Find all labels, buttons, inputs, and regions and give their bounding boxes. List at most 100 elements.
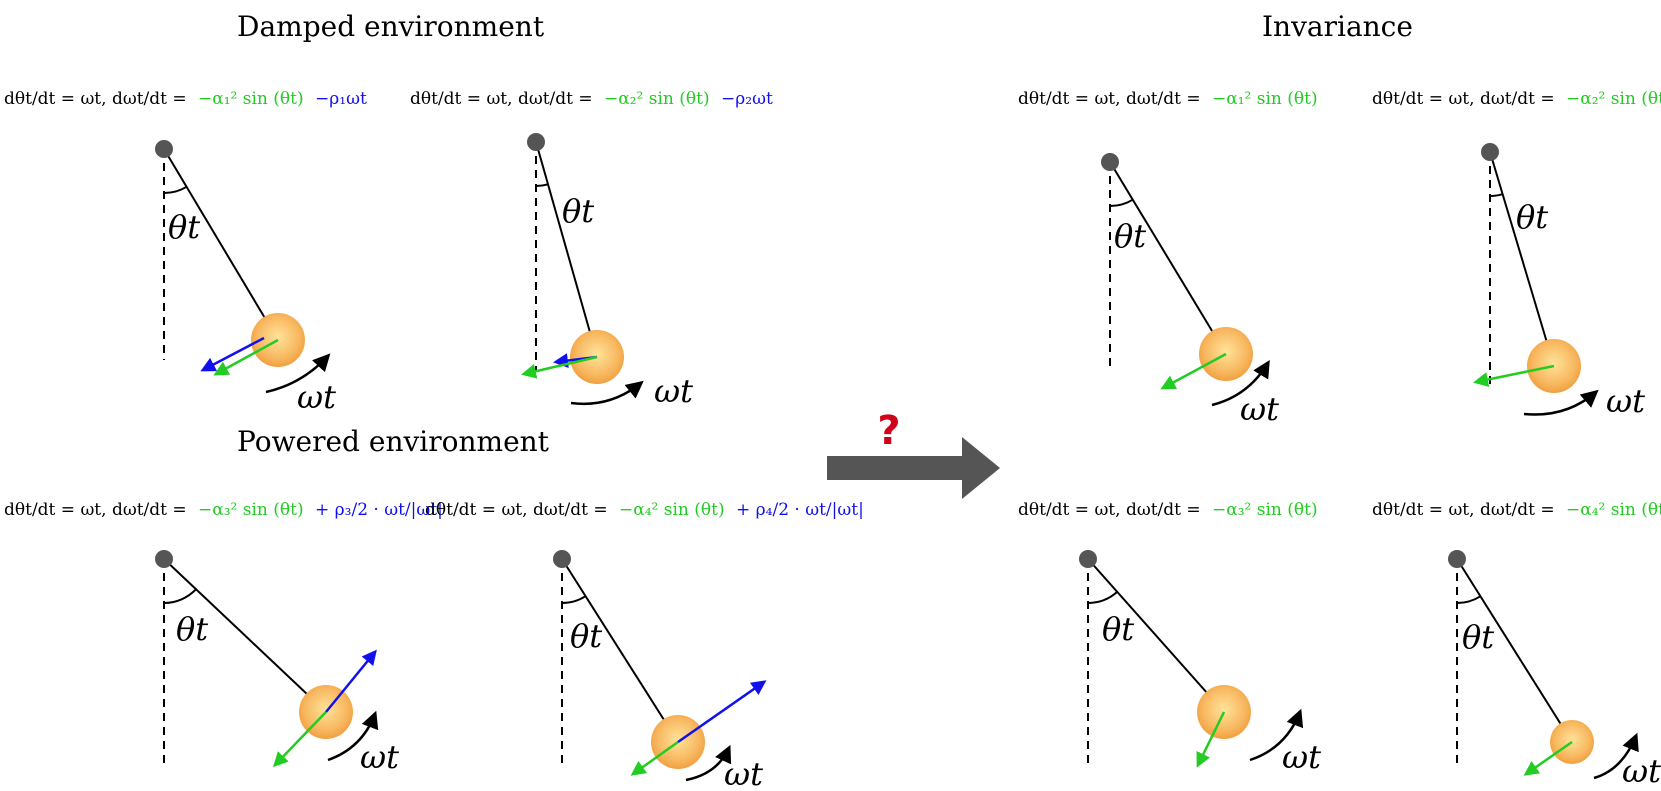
pendulum-rod [1109,161,1227,355]
angular-velocity-arrow [570,380,644,405]
gravity-force-arrow [1196,711,1226,768]
omega-label: ωt [360,738,399,776]
equation-damped-2: dθt/dt = ωt, dωt/dt = −α₂² sin (θt) −ρ₂ω… [410,89,773,109]
equation-conservative-term: −α₄² sin (θt) [619,500,725,520]
equation-conservative-term: −α₄² sin (θt) [1566,500,1661,520]
angular-velocity-arrow [265,353,331,394]
angle-arc [163,588,197,604]
title-damped: Damped environment [237,10,545,43]
omega-label: ωt [1606,382,1645,420]
gravity-force-arrow [1160,352,1227,390]
theta-label: θt [1462,618,1494,656]
theta-label: θt [1102,610,1134,648]
equation-common: dθt/dt = ωt, dωt/dt = [425,500,608,520]
theta-label: θt [1516,198,1548,236]
gravity-force-arrow [272,711,327,768]
angular-velocity-arrow [1593,732,1639,780]
pendulum-damped-2: θt ωt [521,133,693,410]
equation-common: dθt/dt = ωt, dωt/dt = [4,89,187,109]
pendulum-inv-1: θt ωt [1101,153,1279,428]
angle-arc [1087,591,1118,604]
equation-friction-term: −ρ₁ωt [315,89,367,109]
theta-label: θt [176,610,208,648]
equation-invariant-3: dθt/dt = ωt, dωt/dt = −α₃² sin (θt) [1018,500,1318,520]
pendulum-rod [535,141,598,358]
omega-label: ωt [1240,390,1279,428]
equation-invariant-1: dθt/dt = ωt, dωt/dt = −α₁² sin (θt) [1018,89,1318,109]
equation-conservative-term: −α₃² sin (θt) [1212,500,1318,520]
equation-conservative-term: −α₂² sin (θt) [604,89,710,109]
pendulum-rod [1456,558,1573,743]
theta-label: θt [562,192,594,230]
angle-arc [561,595,587,605]
equation-powered-2: dθt/dt = ωt, dωt/dt = −α₄² sin (θt) + ρ₄… [425,500,864,520]
equation-friction-term: −ρ₂ωt [721,89,773,109]
angular-velocity-arrow [1211,360,1270,407]
gravity-force-arrow [1523,740,1573,776]
angular-velocity-arrow [685,744,732,782]
equation-power-term: + ρ₄/2 · ωt/|ωt| [736,500,864,520]
pendulum-powered-2: θt ωt [553,550,767,791]
equation-common: dθt/dt = ωt, dωt/dt = [410,89,593,109]
equation-damped-1: dθt/dt = ωt, dωt/dt = −α₁² sin (θt) −ρ₁ω… [4,89,367,109]
pendulum-rod [1489,151,1555,367]
angular-velocity-arrow [1523,389,1599,416]
equation-invariant-4: dθt/dt = ωt, dωt/dt = −α₄² sin (θt) [1372,500,1661,520]
title-powered: Powered environment [237,425,550,458]
omega-label: ωt [1622,752,1661,790]
friction-force-arrow [325,649,377,713]
equation-powered-1: dθt/dt = ωt, dωt/dt = −α₃² sin (θt) + ρ₃… [4,500,443,520]
omega-label: ωt [297,378,336,416]
pivot-point [527,133,545,151]
pendulum-rod [163,148,279,341]
equation-conservative-term: −α₃² sin (θt) [198,500,304,520]
title-invariance: Invariance [1262,10,1413,43]
pivot-point [553,550,571,568]
angle-arc [1109,198,1134,208]
friction-force-arrow [677,680,767,744]
angle-arc [1456,595,1481,605]
pivot-point [155,140,173,158]
equation-invariant-2: dθt/dt = ωt, dωt/dt = −α₂² sin (θt) [1372,89,1661,109]
pendulum-inv-4: θt ωt [1448,550,1661,790]
pivot-point [1101,153,1119,171]
theta-label: θt [570,617,602,655]
angular-velocity-arrow [327,710,379,762]
theta-label: θt [168,208,200,246]
theta-label: θt [1114,217,1146,255]
pendulum-rod [163,558,327,713]
pivot-point [1481,143,1499,161]
friction-force-arrow [200,336,265,372]
gravity-force-arrow [1473,364,1555,387]
pivot-point [155,550,173,568]
pivot-point [1448,550,1466,568]
gravity-force-arrow [630,740,679,776]
question-mark: ? [877,408,900,454]
equation-conservative-term: −α₂² sin (θt) [1566,89,1661,109]
pendulum-rod [561,558,679,743]
gravity-force-arrow [521,355,598,379]
omega-label: ωt [724,755,763,791]
equation-conservative-term: −α₁² sin (θt) [1212,89,1318,109]
pendulum-powered-1: θt ωt [155,550,399,776]
equation-common: dθt/dt = ωt, dωt/dt = [1372,500,1555,520]
equation-power-term: + ρ₃/2 · ωt/|ωt| [315,500,443,520]
equation-conservative-term: −α₁² sin (θt) [198,89,304,109]
gravity-force-arrow [213,338,279,376]
omega-label: ωt [654,372,693,410]
pendulums: θt ωt θt ωt θt ωt θt ωt θt ωt θt ωt θt ωt θt ωt [155,133,1661,791]
equation-common: dθt/dt = ωt, dωt/dt = [1018,89,1201,109]
equation-common: dθt/dt = ωt, dωt/dt = [1372,89,1555,109]
transfer-arrow [827,437,1000,499]
pendulum-inv-2: θt ωt [1473,143,1645,420]
angle-arc [163,185,188,195]
angle-arc [535,183,549,187]
pendulum-inv-3: θt ωt [1079,550,1321,776]
equation-common: dθt/dt = ωt, dωt/dt = [4,500,187,520]
pendulum-damped-1: θt ωt [155,140,336,416]
pivot-point [1079,550,1097,568]
omega-label: ωt [1282,738,1321,776]
pendulum-rod [1087,558,1225,713]
angle-arc [1489,193,1503,198]
